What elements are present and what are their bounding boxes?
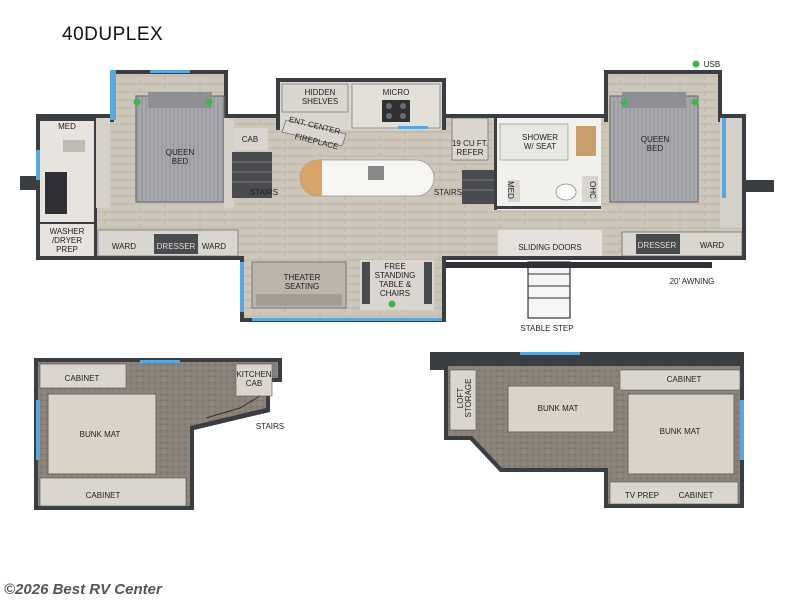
label-loft-right-bunk-2: BUNK MAT (660, 427, 701, 436)
label-table-1: FREE (384, 262, 405, 271)
label-dresser-left: DRESSER (157, 242, 196, 251)
label-loft-left-stairs: STAIRS (256, 422, 284, 431)
label-shower-2: W/ SEAT (524, 142, 556, 151)
hitch-left (20, 176, 38, 190)
loft-right-bunk-mat-2 (627, 393, 735, 475)
label-shelves: SHELVES (302, 97, 338, 106)
label-table-2: STANDING (375, 271, 416, 280)
stairs-left (232, 152, 272, 198)
label-ohc: OHC (588, 181, 597, 199)
stairs-right (462, 170, 494, 204)
label-queen-right-1: QUEEN (641, 135, 670, 144)
loft-left-plan: CABINET KITCHEN CAB BUNK MAT STAIRS CABI… (34, 358, 284, 510)
main-level-plan: MED WASHER /DRYER PREP QUEEN BED CAB STA… (20, 60, 774, 333)
label-queen-left-1: QUEEN (166, 148, 195, 157)
label-washer: WASHER (50, 227, 85, 236)
label-stable-step: STABLE STEP (520, 324, 573, 333)
label-ward-right: WARD (700, 241, 724, 250)
hitch-right (746, 180, 774, 192)
loft-right-bunk-mat-1 (507, 385, 615, 433)
model-title: 40DUPLEX (62, 24, 164, 45)
label-dryer: /DRYER (52, 236, 82, 245)
label-theater-2: SEATING (285, 282, 320, 291)
label-ward-left-1: WARD (112, 242, 136, 251)
label-refer-2: REFER (456, 148, 483, 157)
label-theater-1: THEATER (284, 273, 321, 282)
label-shower-1: SHOWER (522, 133, 558, 142)
label-tv-prep: TV PREP (625, 491, 659, 500)
label-refer-1: 19 CU FT. (452, 139, 488, 148)
stable-step (527, 261, 571, 319)
loft-left-bunk-mat (47, 393, 157, 475)
watermark: ©2026 Best RV Center (4, 581, 162, 598)
label-awning: 20' AWNING (670, 277, 715, 286)
label-hidden: HIDDEN (305, 88, 336, 97)
label-stairs-right: STAIRS (434, 188, 462, 197)
loft-right-plan: LOFT STORAGE CABINET BUNK MAT BUNK MAT T… (430, 352, 744, 508)
label-loft-left-bunk: BUNK MAT (80, 430, 121, 439)
usb-dot-legend (692, 60, 700, 68)
label-table-4: CHAIRS (380, 289, 410, 298)
label-loft: LOFT (456, 388, 465, 409)
label-cab: CAB (242, 135, 258, 144)
label-loft-left-cabinet-top: CABINET (65, 374, 100, 383)
label-usb: USB (704, 60, 720, 69)
label-queen-left-2: BED (172, 157, 189, 166)
label-loft-storage: STORAGE (464, 379, 473, 418)
label-stairs-left: STAIRS (250, 188, 278, 197)
label-loft-right-cabinet-top: CABINET (667, 375, 702, 384)
label-prep: PREP (56, 245, 78, 254)
label-med-left: MED (58, 122, 76, 131)
label-kitchen-cab: CAB (246, 379, 262, 388)
label-sliding-doors: SLIDING DOORS (518, 243, 582, 252)
label-loft-right-bunk-1: BUNK MAT (538, 404, 579, 413)
label-table-3: TABLE & (379, 280, 412, 289)
label-micro: MICRO (383, 88, 410, 97)
label-queen-right-2: BED (647, 144, 664, 153)
label-kitchen: KITCHEN (236, 370, 271, 379)
label-ward-left-2: WARD (202, 242, 226, 251)
label-loft-left-cabinet-bottom: CABINET (86, 491, 121, 500)
queen-bed-right (609, 95, 699, 203)
label-med-right: MED (506, 181, 515, 199)
label-dresser-right: DRESSER (638, 241, 677, 250)
label-loft-right-cabinet-bottom: CABINET (679, 491, 714, 500)
